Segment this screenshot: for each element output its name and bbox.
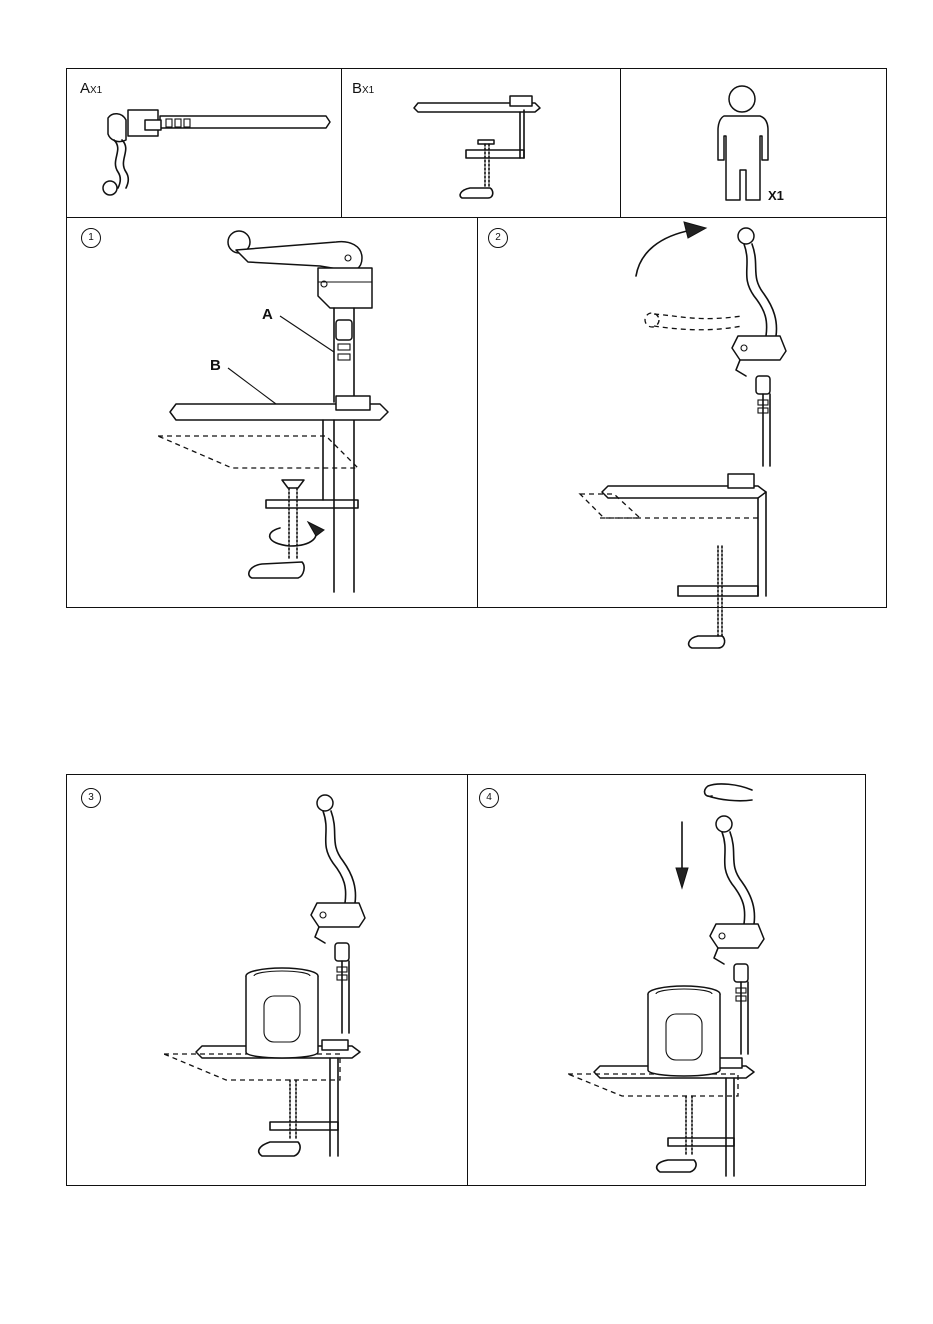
step-4-drawing xyxy=(568,784,764,1176)
can-4 xyxy=(648,986,720,1076)
step-1-drawing xyxy=(158,231,388,592)
step-2-drawing xyxy=(580,222,786,648)
part-a-drawing xyxy=(103,110,330,195)
step-3-drawing xyxy=(164,795,365,1156)
part-b-drawing xyxy=(414,96,540,198)
person-icon xyxy=(718,86,768,200)
can-3 xyxy=(246,968,318,1058)
